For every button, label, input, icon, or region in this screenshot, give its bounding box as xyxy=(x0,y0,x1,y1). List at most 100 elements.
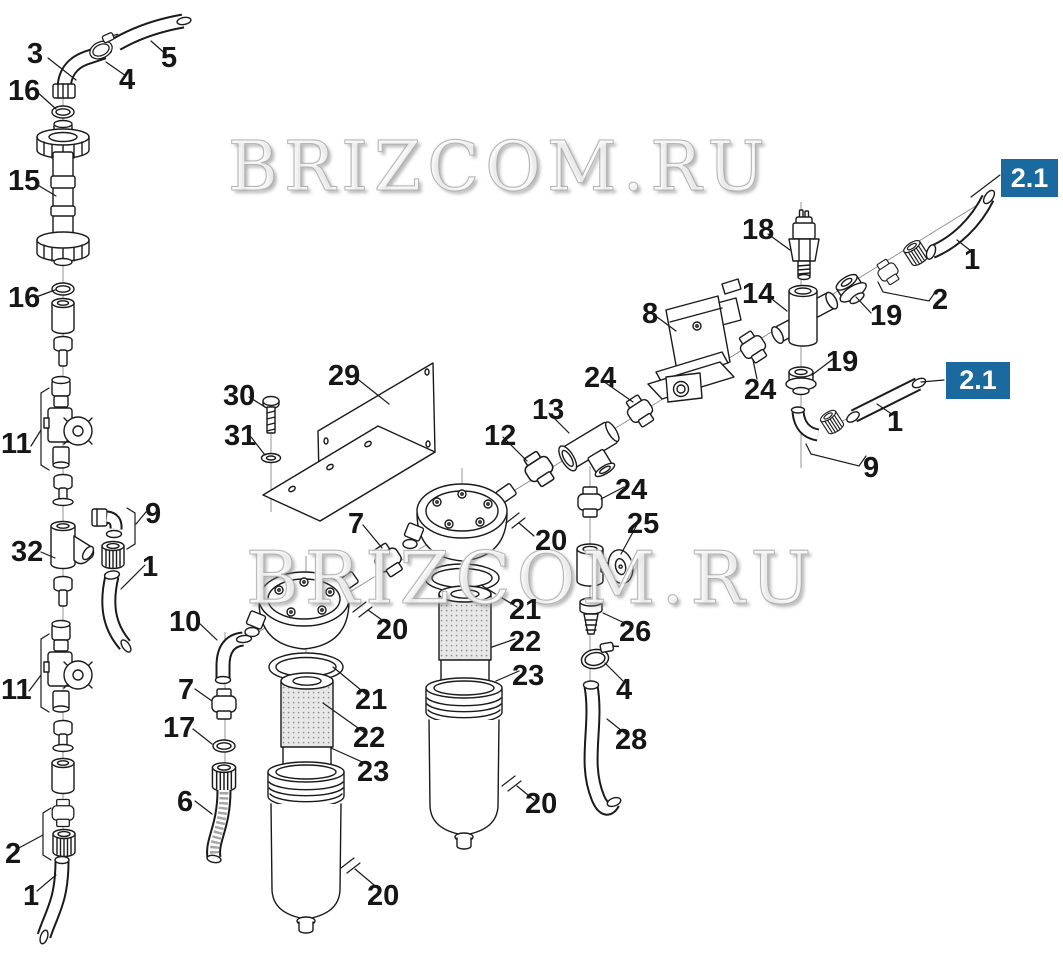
callout-21-right: 21 xyxy=(509,594,542,626)
union-nut-2-right xyxy=(901,237,931,269)
callout-5: 5 xyxy=(161,42,178,74)
callout-7-left: 7 xyxy=(178,674,195,706)
filter-bowl-20-left xyxy=(267,761,345,934)
filter-cartridge-22-23-right xyxy=(438,585,492,687)
callout-2-right: 2 xyxy=(932,284,949,316)
flow-valve-25 xyxy=(576,543,634,587)
callout-19-upper: 19 xyxy=(870,300,903,332)
washer-31 xyxy=(260,452,282,464)
sleeve xyxy=(51,757,75,795)
hose-nut-6 xyxy=(211,762,237,792)
callout-9-right: 9 xyxy=(863,452,880,484)
nipple-7 xyxy=(211,688,237,720)
callout-23-left: 23 xyxy=(357,756,390,788)
pressure-switch-18 xyxy=(788,209,820,281)
flange xyxy=(52,497,74,507)
elbow-9-left xyxy=(91,508,123,539)
callout-6: 6 xyxy=(177,786,194,818)
callout-4: 4 xyxy=(119,64,136,96)
callout-3: 3 xyxy=(27,38,44,70)
hose-barb-26 xyxy=(579,597,603,635)
nipple-24-mid xyxy=(577,486,603,518)
callout-26: 26 xyxy=(619,616,652,648)
callout-12: 12 xyxy=(484,420,517,452)
metering-valve-11-upper xyxy=(43,375,93,469)
filter-head-right-20 xyxy=(402,482,518,562)
callout-22-right: 22 xyxy=(509,626,542,658)
union-nut-9 xyxy=(101,540,125,570)
callout-20-left-head: 20 xyxy=(376,614,409,646)
nut-19-lower xyxy=(785,366,817,396)
elbow-10 xyxy=(214,631,253,685)
callout-22-left: 22 xyxy=(353,722,386,754)
callout-20-right-head: 20 xyxy=(535,525,568,557)
callout-1-top-right: 1 xyxy=(964,244,981,276)
callout-11-lower: 11 xyxy=(1,674,32,706)
callout-24-right: 24 xyxy=(744,374,777,406)
callout-32: 32 xyxy=(11,536,44,568)
cross-fitting-14 xyxy=(771,284,839,347)
callout-28: 28 xyxy=(615,724,648,756)
callout-24-top: 24 xyxy=(584,362,617,394)
callout-10: 10 xyxy=(169,606,202,638)
stem-fitting xyxy=(53,335,73,367)
filter-bowl-20-right xyxy=(425,677,503,850)
callout-21-left: 21 xyxy=(355,684,388,716)
callout-19-lower: 19 xyxy=(826,346,859,378)
callout-1-left: 1 xyxy=(142,551,159,583)
hose-1-top-right xyxy=(925,189,996,260)
callout-20-right-bowl: 20 xyxy=(525,788,558,820)
callout-17: 17 xyxy=(163,712,196,744)
callout-13: 13 xyxy=(532,394,565,426)
callout-23-right: 23 xyxy=(512,660,545,692)
flange xyxy=(52,743,74,753)
callout-1-bottom-left: 1 xyxy=(23,880,40,912)
callout-11-upper: 11 xyxy=(1,428,32,460)
sleeve xyxy=(51,297,75,335)
callout-7-mid: 7 xyxy=(348,508,365,540)
section-ref-badge-2.1-bottom[interactable]: 2.1 xyxy=(946,362,1010,399)
metering-valve-11-lower xyxy=(43,619,93,713)
callout-31: 31 xyxy=(224,420,257,452)
callout-2-left: 2 xyxy=(5,838,22,870)
hose-1-lower-right xyxy=(846,377,927,423)
hose-28 xyxy=(582,680,622,816)
solenoid-valve-8 xyxy=(647,278,742,403)
filter-head-left-20 xyxy=(244,570,360,650)
callout-25: 25 xyxy=(627,508,660,540)
filter-cartridge-22-23-left xyxy=(280,672,334,774)
callout-15: 15 xyxy=(8,165,41,197)
section-ref-badge-2.1-top[interactable]: 2.1 xyxy=(1001,159,1058,197)
screw-30 xyxy=(262,395,280,434)
tee-13 xyxy=(558,421,620,478)
union-nut-9-right xyxy=(818,407,846,437)
connection-hose-15 xyxy=(36,119,90,267)
union-nut-2 xyxy=(52,828,76,858)
hose-clamp-4-right xyxy=(578,640,623,672)
mounting-bracket-29 xyxy=(262,362,436,522)
callout-9-left: 9 xyxy=(145,498,162,530)
leader-lines xyxy=(16,40,1001,892)
hose-1-left xyxy=(101,570,132,653)
tee-32 xyxy=(50,520,95,570)
o-ring-16-mid xyxy=(51,282,75,296)
callout-18: 18 xyxy=(742,214,775,246)
hose-1-bottom-left xyxy=(36,855,70,945)
nipple-2 xyxy=(51,798,75,828)
stem-fitting xyxy=(53,575,73,607)
callout-20-left-bowl: 20 xyxy=(367,880,400,912)
o-ring-17 xyxy=(212,739,236,753)
callout-30: 30 xyxy=(223,380,256,412)
parts xyxy=(36,13,996,945)
callout-29: 29 xyxy=(328,360,361,392)
elbow-9-right xyxy=(790,406,820,442)
callout-24-mid: 24 xyxy=(615,474,648,506)
hose-5 xyxy=(113,13,192,51)
callout-16-mid: 16 xyxy=(8,282,41,314)
callout-1-lower-right: 1 xyxy=(887,406,904,438)
callout-16-top: 16 xyxy=(8,75,41,107)
callout-4-right: 4 xyxy=(616,674,633,706)
braided-hose-6 xyxy=(206,789,232,864)
